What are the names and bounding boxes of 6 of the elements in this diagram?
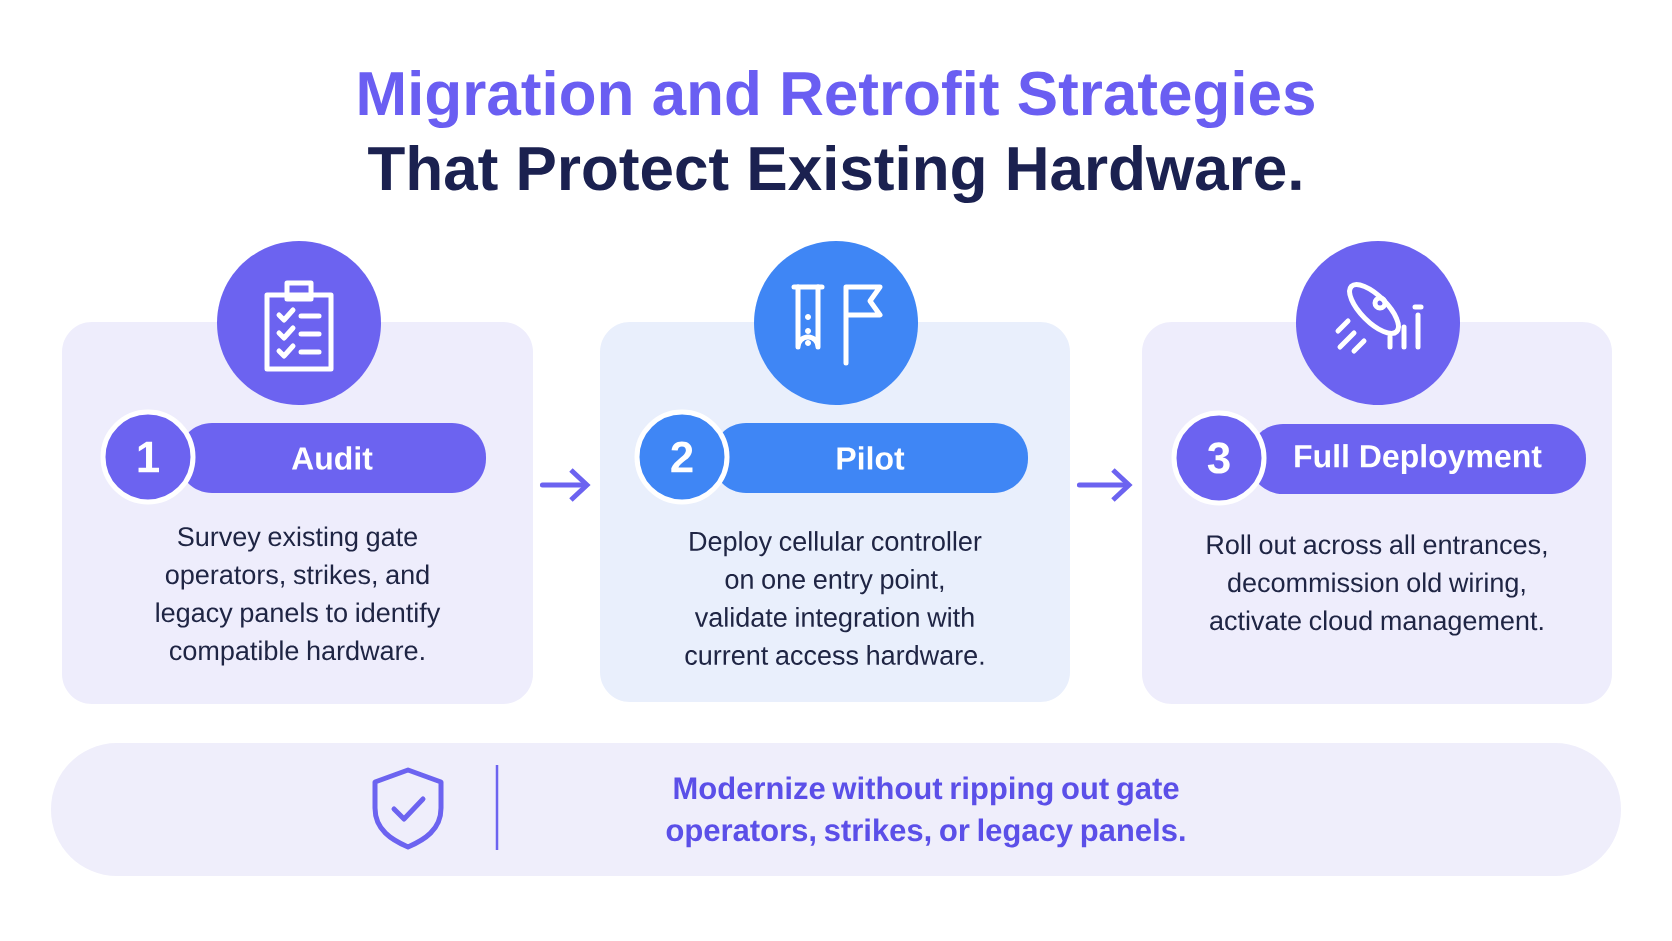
step-number: 3 bbox=[1171, 410, 1267, 506]
step-number: 1 bbox=[100, 409, 196, 505]
subtitle: That Protect Existing Hardware. bbox=[368, 144, 1301, 204]
callout-banner: Modernize without ripping out gate operators, strikes, or legacy panels. bbox=[51, 743, 1621, 876]
step-number: 2 bbox=[634, 409, 730, 505]
title: Migration and Retrofit Strategies bbox=[359, 69, 1314, 129]
